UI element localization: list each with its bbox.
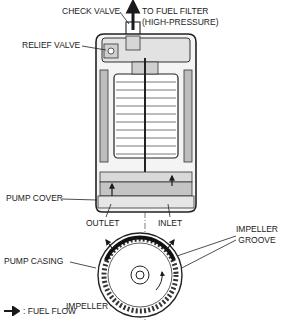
part-label: TO FUEL FILTER (HIGH-PRESSURE) [142, 6, 224, 27]
legend: : FUEL FLOW [4, 306, 76, 316]
part-label: IMPELLER GROOVE [226, 224, 288, 245]
part-label: OUTLET [86, 218, 120, 229]
part-label: INLET [158, 218, 182, 229]
part-label: CHECK VALVE [62, 6, 120, 17]
flow-arrow-sample [4, 306, 20, 316]
part-label: PUMP COVER [6, 193, 63, 204]
part-label: RELIEF VALVE [22, 40, 80, 51]
legend-text: : FUEL FLOW [23, 306, 76, 316]
part-label: PUMP CASING [4, 256, 63, 267]
